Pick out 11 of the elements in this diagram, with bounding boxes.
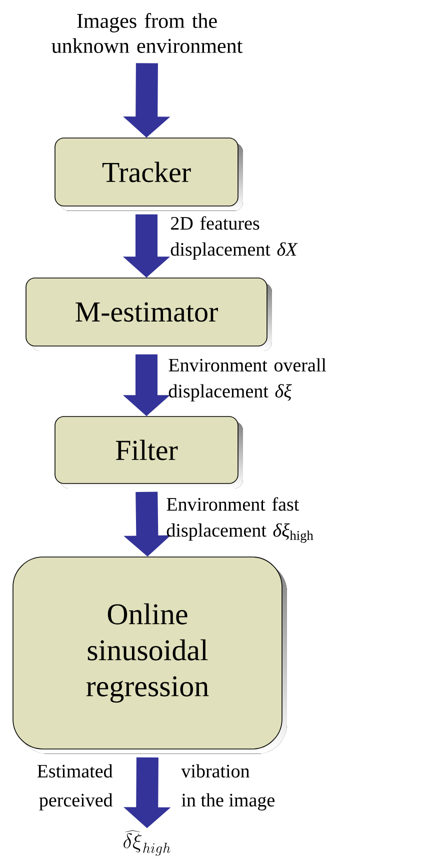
arrow-caption: perceived [39,793,113,810]
process-box: M-estimator [26,278,272,351]
arrow-caption: in the image [182,793,274,810]
edge-label: 2D features displacement δX [170,216,298,260]
process-box: Online sinusoidal regression [12,556,287,754]
input-text: Images from the unknown environment [52,13,243,53]
process-box: Tracker [54,138,243,211]
edge-label: Environment overall displacement δξ [168,358,326,402]
edge-label: Environment fast displacement δξ$_{high}$ [166,497,314,543]
output-formula: $\widehat{\delta\xi}_{high}$ [124,830,170,856]
process-box: Filter [54,416,243,488]
